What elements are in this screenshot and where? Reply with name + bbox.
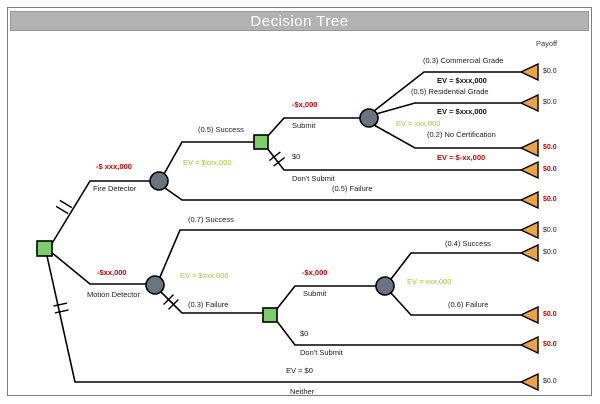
motion-chance-node[interactable]: [145, 275, 165, 295]
fire-success-label: (0.5) Success: [198, 125, 244, 134]
motion-dont-submit-value: $0: [300, 329, 309, 338]
motion-submit-cost-label: -$x,000: [302, 268, 328, 277]
root-decision-node[interactable]: [36, 240, 53, 257]
certification-chance-node[interactable]: [359, 108, 379, 128]
rejected-branch-mark-fire: [55, 199, 73, 215]
motion-ev-label: EV = $xxx,000: [180, 271, 229, 280]
branch-motion-detector: [50, 251, 146, 285]
terminal-node-motion-success[interactable]: [519, 220, 539, 240]
residential-grade-ev-label: EV = $xxx,000: [437, 107, 487, 116]
payoff-value-neither: $0.0: [543, 378, 557, 385]
terminal-node-motion-submit-success[interactable]: [519, 243, 539, 263]
motion-failure-label: (0.3) Failure: [188, 300, 229, 309]
payoff-column-header: Payoff: [536, 39, 558, 48]
payoff-value-motion-dont-submit: $0.0: [543, 341, 557, 348]
terminal-node-motion-dont-submit[interactable]: [519, 335, 539, 355]
payoff-value-motion-submit-success: $0.0: [543, 249, 557, 256]
branch-motion-submit: [275, 285, 376, 311]
motion-submit-decision-node[interactable]: [262, 307, 278, 323]
payoff-value-motion-submit-failure: $0.0: [543, 311, 557, 318]
terminal-node-motion-submit-failure[interactable]: [519, 305, 539, 325]
rejected-branch-mark-motion-failure: [163, 294, 179, 310]
rejected-branch-mark-fire-dont-submit: [268, 151, 286, 167]
fire-dont-submit-label: Don't Submit: [292, 174, 335, 183]
motion-branch-label: Motion Detector: [87, 290, 140, 299]
branch-fire-detector: [50, 180, 152, 246]
terminal-node-fire-dont-submit[interactable]: [519, 160, 539, 180]
neither-branch-label: Neither: [290, 387, 315, 396]
branch-residential-grade: [375, 102, 521, 115]
payoff-value-fire-dont-submit: $0.0: [543, 166, 557, 173]
fire-submit-decision-node[interactable]: [253, 134, 269, 150]
branch-motion-failure: [160, 291, 263, 314]
branch-no-certification: [373, 124, 521, 149]
branch-motion-dont-submit: [275, 319, 521, 346]
terminal-node-commercial[interactable]: [519, 62, 539, 82]
title-bar: Decision Tree: [10, 11, 589, 31]
no-certification-label: (0.2) No Certification: [427, 130, 496, 139]
page-title: Decision Tree: [250, 12, 349, 30]
fire-cost-label: -$ xxx,000: [96, 162, 132, 171]
commercial-grade-label: (0.3) Commercial Grade: [423, 56, 504, 65]
neither-ev-label: EV = $0: [286, 366, 313, 375]
motion-submit-chance-ev-label: EV = xxx,000: [407, 277, 452, 286]
motion-dont-submit-label: Don't Submit: [300, 348, 343, 357]
branch-motion-submit-success: [390, 252, 521, 280]
payoff-value-fire-failure: $0.0: [543, 196, 557, 203]
branch-fire-submit: [266, 117, 360, 138]
certification-chance-ev-label: EV = xxx,000: [396, 119, 441, 128]
payoff-value-no-certification: $0.0: [543, 144, 557, 151]
fire-dont-submit-value: $0: [292, 152, 301, 161]
branch-motion-success: [159, 229, 521, 278]
payoff-value-commercial: $0.0: [543, 68, 557, 75]
fire-submit-label: Submit: [292, 121, 316, 130]
motion-submit-label: Submit: [303, 289, 327, 298]
terminal-node-neither[interactable]: [519, 372, 539, 392]
branch-fire-dont-submit: [266, 147, 521, 171]
fire-chance-node[interactable]: [149, 171, 169, 191]
commercial-grade-ev-label: EV = $xxx,000: [437, 76, 487, 85]
terminal-node-residential[interactable]: [519, 93, 539, 113]
branch-neither: [46, 255, 521, 383]
payoff-value-motion-success: $0.0: [543, 227, 557, 234]
residential-grade-label: (0.5) Residential Grade: [411, 87, 489, 96]
fire-ev-label: EV = $xxx,000: [183, 158, 232, 167]
branch-commercial-grade: [373, 71, 521, 112]
terminal-node-no-certification[interactable]: [519, 138, 539, 158]
rejected-branch-mark-neither: [53, 302, 69, 314]
motion-cost-label: -$xx,000: [97, 268, 127, 277]
motion-submit-chance-node[interactable]: [375, 276, 395, 296]
motion-submit-failure-label: (0.6) Failure: [448, 300, 489, 309]
no-certification-ev-label: EV = $-xx,000: [437, 153, 486, 162]
branch-motion-submit-failure: [390, 292, 521, 316]
branch-fire-failure: [164, 187, 521, 201]
motion-success-label: (0.7) Success: [188, 215, 234, 224]
terminal-node-fire-failure[interactable]: [519, 190, 539, 210]
fire-branch-label: Fire Detector: [93, 184, 137, 193]
fire-submit-cost-label: -$x,000: [292, 100, 318, 109]
motion-submit-success-label: (0.4) Success: [445, 239, 491, 248]
fire-failure-label: (0.5) Failure: [332, 184, 373, 193]
payoff-value-residential: $0.0: [543, 99, 557, 106]
branch-fire-success: [163, 141, 254, 175]
